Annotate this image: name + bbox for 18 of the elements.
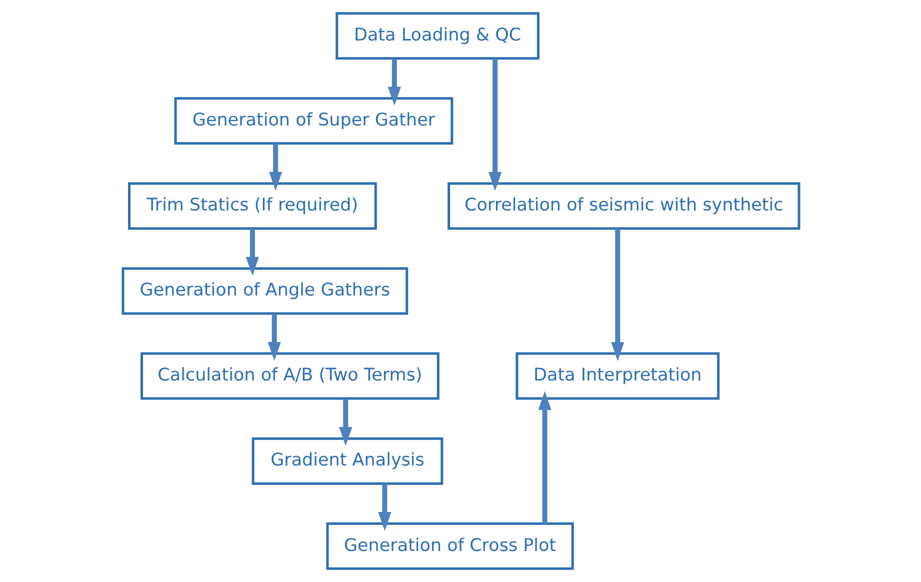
node-box: Generation of Angle Gathers (121, 267, 408, 315)
arrow (538, 391, 551, 524)
node-box: Data Loading & QC (335, 12, 539, 60)
arrow (378, 484, 391, 531)
node-box: Trim Statics (If required) (128, 182, 376, 230)
arrow (267, 314, 280, 361)
arrow (610, 228, 624, 361)
arrow (488, 58, 502, 191)
node-box: Calculation of A/B (Two Terms) (140, 352, 439, 400)
node-box: Generation of Cross Plot (326, 522, 574, 570)
arrow (338, 398, 352, 446)
arrow (245, 228, 259, 276)
node-box: Correlation of seismic with synthetic (447, 182, 800, 230)
node-box: Generation of Super Gather (174, 97, 453, 145)
arrow (387, 58, 400, 106)
node-box: Gradient Analysis (251, 437, 443, 485)
node-box: Data Interpretation (515, 352, 720, 400)
arrow (268, 144, 282, 191)
